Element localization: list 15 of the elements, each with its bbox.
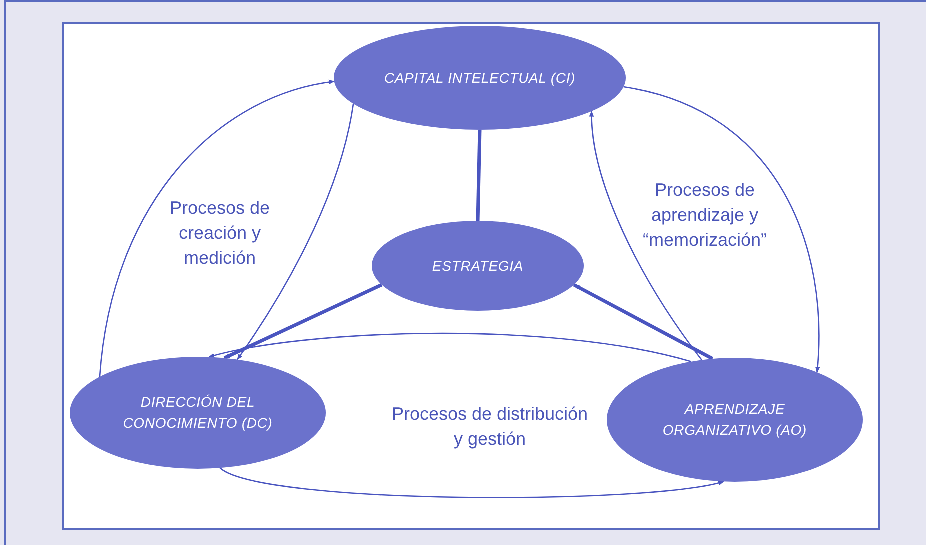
node-label: CAPITAL INTELECTUAL (CI) bbox=[383, 68, 577, 88]
arrow bbox=[573, 283, 714, 360]
process-label: Procesos de aprendizaje y “memorización” bbox=[642, 179, 768, 252]
arrow bbox=[237, 104, 354, 360]
arrow bbox=[224, 283, 383, 360]
process-label: Procesos de creación y medición bbox=[168, 197, 272, 270]
node-label: APRENDIZAJE ORGANIZATIVO (AO) bbox=[662, 400, 808, 440]
arrow bbox=[208, 332, 692, 362]
arrow bbox=[220, 468, 724, 498]
node-label: DIRECCIÓN DEL CONOCIMIENTO (DC) bbox=[122, 393, 274, 433]
node-label: ESTRATEGIA bbox=[431, 256, 525, 276]
arrow bbox=[99, 80, 335, 378]
arrow bbox=[590, 110, 702, 360]
arrow bbox=[624, 86, 820, 374]
process-label: Procesos de distribución y gestión bbox=[390, 403, 590, 451]
